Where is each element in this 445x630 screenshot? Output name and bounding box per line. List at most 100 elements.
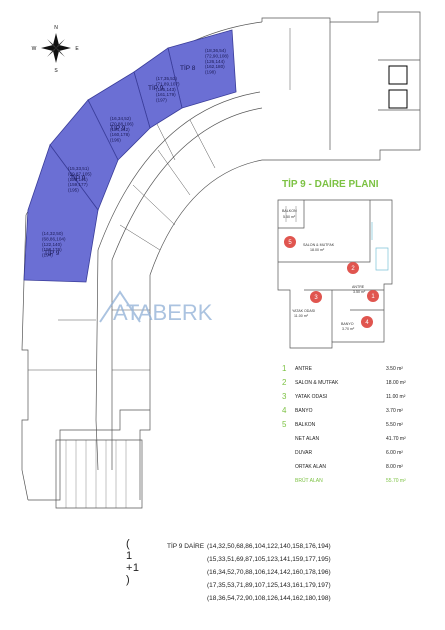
marker-yatak[interactable]: [310, 291, 322, 303]
block-unit-numbers: (71,89,107): [156, 81, 180, 86]
area-value: 3.50 m²: [386, 366, 403, 372]
area-label: SALON & MUTFAK: [295, 380, 339, 386]
label-banyo-area: 3.70 m²: [342, 327, 355, 331]
label-banyo: BANYO: [341, 322, 354, 326]
total-row-brut: BRÜT ALAN 55.70 m²: [282, 474, 432, 488]
unit-line: (17,35,53,71,89,107,125,143,161,179,197): [207, 582, 331, 589]
block-unit-numbers: (126,144): [205, 59, 225, 64]
total-value: 55.70 m²: [386, 478, 406, 484]
watermark-text: ATABERK: [113, 300, 213, 325]
marker-banyo[interactable]: [361, 316, 373, 328]
block-unit-numbers: (125,143): [156, 87, 176, 92]
total-row: DUVAR 6.00 m²: [282, 446, 432, 460]
marker-antre[interactable]: [367, 290, 379, 302]
label-balkon-area: 5.50 m²: [283, 215, 296, 219]
label-yatak-area: 11.00 m²: [294, 314, 309, 318]
area-row: 3 YATAK ODASI 11.00 m²: [282, 390, 432, 404]
area-row: 5 BALKON 5.50 m²: [282, 418, 432, 432]
unit-line: (18,36,54,72,90,108,126,144,162,180,198): [207, 595, 331, 602]
total-row: ORTAK ALAN 8.00 m²: [282, 460, 432, 474]
marker-salon[interactable]: [347, 262, 359, 274]
area-num: 2: [282, 378, 287, 387]
compass-e: E: [75, 46, 79, 52]
room-markers: 5 2 1 3 4: [284, 236, 379, 328]
total-value: 41.70 m²: [386, 436, 406, 442]
area-num: 5: [282, 420, 287, 429]
block-unit-numbers: (72,90,108): [205, 53, 229, 58]
area-row: 2 SALON & MUTFAK 18.00 m²: [282, 376, 432, 390]
unit-line: (16,34,52,70,88,106,124,142,160,178,196): [207, 569, 331, 576]
area-table: 1 ANTRE 3.50 m² 2 SALON & MUTFAK 18.00 m…: [282, 362, 432, 488]
block-unit-numbers: (159,177): [68, 182, 88, 187]
total-label: DUVAR: [295, 450, 313, 456]
area-value: 3.70 m²: [386, 408, 403, 414]
unit-code: ( 1 +1 ): [126, 538, 140, 586]
block-unit-numbers: (198): [205, 70, 216, 75]
block-unit-numbers: (195): [68, 188, 79, 193]
label-salon-area: 18.00 m²: [310, 248, 325, 252]
total-label: NET ALAN: [295, 436, 320, 442]
label-antre: ANTRE: [352, 285, 365, 289]
building-outline: [21, 11, 421, 509]
block-unit-numbers: (158,176): [42, 247, 62, 252]
compass-n: N: [54, 25, 58, 31]
area-label: YATAK ODASI: [295, 394, 328, 400]
total-label: ORTAK ALAN: [295, 464, 326, 470]
block-unit-numbers: (16,34,52): [110, 116, 131, 121]
label-antre-area: 3.50 m²: [353, 290, 366, 294]
block-type-label: TİP 9: [148, 83, 164, 92]
block-unit-numbers: (124,142): [110, 127, 130, 132]
area-label: BALKON: [295, 422, 316, 428]
area-value: 11.00 m²: [386, 394, 406, 400]
block-unit-numbers: (162,180): [205, 64, 225, 69]
compass-s: S: [54, 68, 58, 74]
ataberk-watermark: ATABERK: [99, 290, 213, 325]
block-unit-numbers: (14,32,50): [42, 231, 63, 236]
total-label: BRÜT ALAN: [295, 478, 323, 484]
block-unit-numbers: (69,87,105): [68, 171, 92, 176]
label-yatak: YATAK ODASI: [292, 309, 315, 313]
marker-balkon-num: 5: [288, 240, 292, 246]
area-value: 18.00 m²: [386, 380, 406, 386]
block-type-label: TİP 9: [110, 123, 126, 132]
label-salon: SALON & MUTFAK: [303, 243, 335, 247]
total-row: NET ALAN 41.70 m²: [282, 432, 432, 446]
block-unit-numbers: (196): [110, 138, 121, 143]
area-num: 3: [282, 392, 287, 401]
total-value: 6.00 m²: [386, 450, 403, 456]
block-type-label: TİP 9: [70, 173, 86, 182]
total-value: 8.00 m²: [386, 464, 403, 470]
marker-antre-num: 1: [371, 294, 375, 300]
block-unit-numbers: (194): [42, 253, 53, 258]
block-unit-numbers: (15,33,51): [68, 166, 89, 171]
block-tip9-d[interactable]: [23, 144, 99, 283]
block-unit-numbers: (160,178): [110, 132, 130, 137]
block-unit-numbers: (122,140): [42, 242, 62, 247]
area-label: BANYO: [295, 408, 313, 414]
marker-banyo-num: 4: [365, 320, 369, 326]
marker-salon-num: 2: [351, 266, 355, 272]
block-type-label: TİP 8: [180, 63, 196, 72]
label-balkon: BALKON: [282, 209, 297, 213]
area-num: 4: [282, 406, 287, 415]
block-unit-numbers: (17,35,53): [156, 76, 177, 81]
marker-yatak-num: 3: [314, 295, 318, 301]
area-value: 5.50 m²: [386, 422, 403, 428]
block-unit-numbers: (161,179): [156, 92, 176, 97]
area-row: 1 ANTRE 3.50 m²: [282, 362, 432, 376]
block-type-label: TİP 9: [44, 248, 60, 257]
plan-title: TİP 9 - DAİRE PLANI: [282, 177, 379, 190]
compass-w: W: [32, 46, 37, 52]
block-unit-numbers: (123,141): [68, 177, 88, 182]
unit-line: (15,33,51,69,87,105,123,141,159,177,195): [207, 556, 331, 563]
marker-balkon[interactable]: [284, 236, 296, 248]
block-unit-numbers: (197): [156, 98, 167, 103]
area-row: 4 BANYO 3.70 m²: [282, 404, 432, 418]
apartment-plan: [277, 199, 393, 349]
block-unit-numbers: (70,88,106): [110, 121, 134, 126]
unit-type-name: TİP 9 DAİRE: [167, 543, 205, 550]
plan-room-labels: BALKON 5.50 m² SALON & MUTFAK 18.00 m² A…: [282, 209, 366, 331]
block-unit-numbers: (18,36,54): [205, 48, 226, 53]
area-label: ANTRE: [295, 366, 312, 372]
